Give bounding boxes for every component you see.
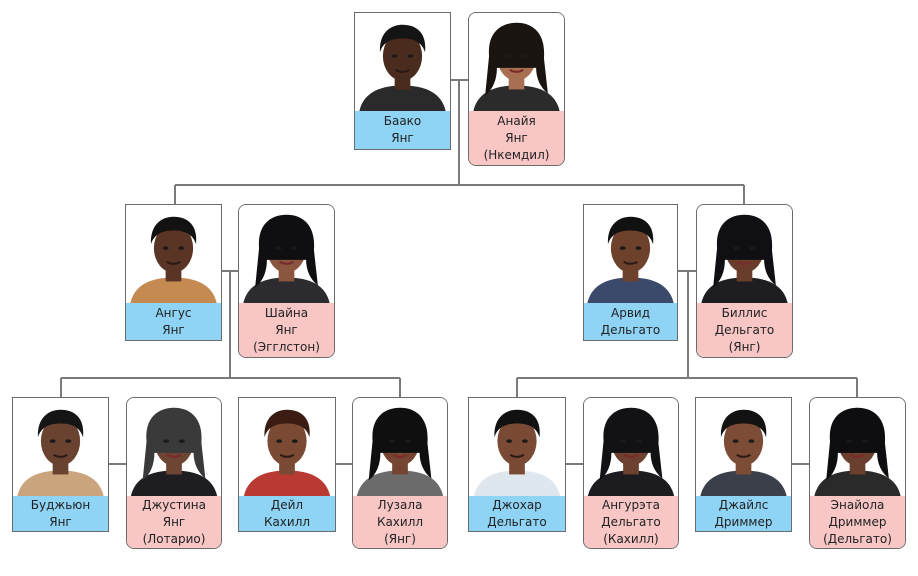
first-name: Баако <box>383 114 422 128</box>
portrait-enayola-icon <box>810 398 905 496</box>
first-name: Ангурэта <box>601 497 660 512</box>
last-name: Дельгато <box>600 322 661 337</box>
maiden-name: (Эгглстон) <box>253 339 320 354</box>
portrait-budjyun-icon <box>13 398 108 496</box>
maiden-name: (Кахилл) <box>603 531 659 546</box>
last-name: Дельгато <box>487 514 547 529</box>
maiden-name: (Нкемдил) <box>483 147 550 162</box>
first-name: Анайя <box>497 113 536 128</box>
portrait-luzala-icon <box>353 398 447 496</box>
last-name: Янг <box>162 514 186 529</box>
maiden-name: (Дельгато) <box>823 531 892 546</box>
last-name: Кахилл <box>376 514 424 529</box>
portrait-billis-icon <box>697 205 792 303</box>
first-name: Ангус <box>155 305 192 320</box>
maiden-name: (Лотарио) <box>142 531 206 546</box>
first-name: Лузала <box>377 497 423 512</box>
maiden-name: (Янг) <box>384 531 416 546</box>
first-name: Дейл <box>270 497 304 512</box>
last-name: Янг <box>275 322 298 337</box>
first-name: Арвид <box>611 305 650 320</box>
portrait-arvid-icon <box>584 205 677 303</box>
portrait-anaya-icon <box>469 13 564 111</box>
portrait-angus-icon <box>126 205 221 303</box>
last-name: Янг <box>391 131 414 145</box>
last-name: Янг <box>505 130 528 145</box>
first-name: Энайола <box>830 497 885 512</box>
portrait-baako-icon <box>355 13 450 111</box>
first-name: Шайна <box>264 305 309 320</box>
portrait-shaina-icon <box>239 205 334 303</box>
last-name: Янг <box>49 514 72 529</box>
last-name: Кахилл <box>263 514 311 529</box>
portrait-angureta-icon <box>584 398 678 496</box>
last-name: Янг <box>162 322 185 337</box>
portrait-johar-icon <box>469 398 565 496</box>
portrait-justina-icon <box>127 398 221 496</box>
first-name: Биллис <box>721 305 768 320</box>
portrait-jiles-icon <box>696 398 791 496</box>
maiden-name: (Янг) <box>728 339 761 354</box>
last-name: Дельгато <box>601 514 661 529</box>
last-name: Дриммер <box>714 514 773 529</box>
first-name: Джустина <box>142 497 206 512</box>
last-name: Дельгато <box>714 322 775 337</box>
last-name: Дриммер <box>828 514 887 529</box>
first-name: Буджьюн <box>30 497 91 512</box>
portrait-dale-icon <box>239 398 335 496</box>
first-name: Джохар <box>492 497 542 512</box>
first-name: Джайлс <box>718 497 769 512</box>
